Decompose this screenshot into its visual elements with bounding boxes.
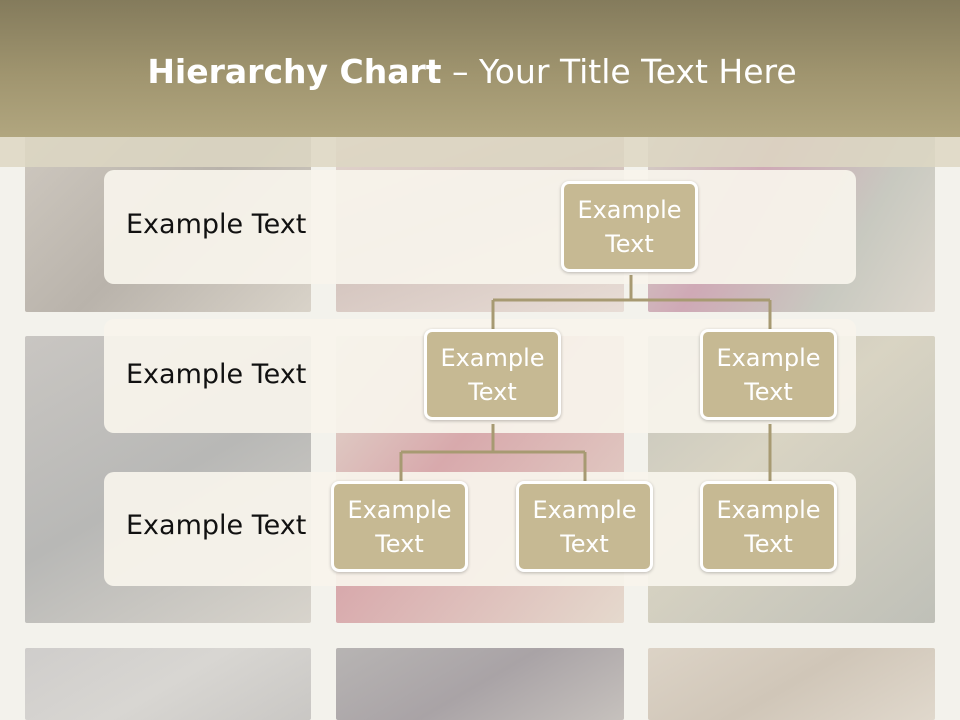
- background-photo-tile: [336, 648, 624, 720]
- node-level3-left-1-label: Example Text: [347, 495, 452, 558]
- slide-title: Hierarchy Chart – Your Title Text Here: [0, 52, 944, 91]
- node-root[interactable]: Example Text: [561, 181, 698, 272]
- node-level3-left-1[interactable]: Example Text: [331, 481, 468, 572]
- node-level3-right-1[interactable]: Example Text: [700, 481, 837, 572]
- level-band-1: [104, 170, 856, 284]
- level-label-2: Example Text: [126, 359, 307, 390]
- title-subtitle: Your Title Text Here: [479, 52, 797, 91]
- slide-header: [0, 0, 960, 137]
- connector-left-to-children: [399, 424, 587, 482]
- title-bold: Hierarchy Chart: [147, 52, 442, 91]
- title-dash: –: [441, 52, 480, 91]
- background-photo-tile: [25, 648, 311, 720]
- node-level2-left-label: Example Text: [440, 343, 545, 406]
- node-root-label: Example Text: [577, 195, 682, 258]
- header-divider-strip: [0, 137, 960, 167]
- background-photo-tile: [648, 648, 935, 720]
- node-level3-left-2-label: Example Text: [532, 495, 637, 558]
- level-label-3: Example Text: [126, 510, 307, 541]
- node-level2-left[interactable]: Example Text: [424, 329, 561, 420]
- node-level3-left-2[interactable]: Example Text: [516, 481, 653, 572]
- level-label-1: Example Text: [126, 209, 307, 240]
- connector-root-to-level2: [491, 275, 772, 330]
- node-level2-right[interactable]: Example Text: [700, 329, 837, 420]
- node-level2-right-label: Example Text: [716, 343, 821, 406]
- node-level3-right-1-label: Example Text: [716, 495, 821, 558]
